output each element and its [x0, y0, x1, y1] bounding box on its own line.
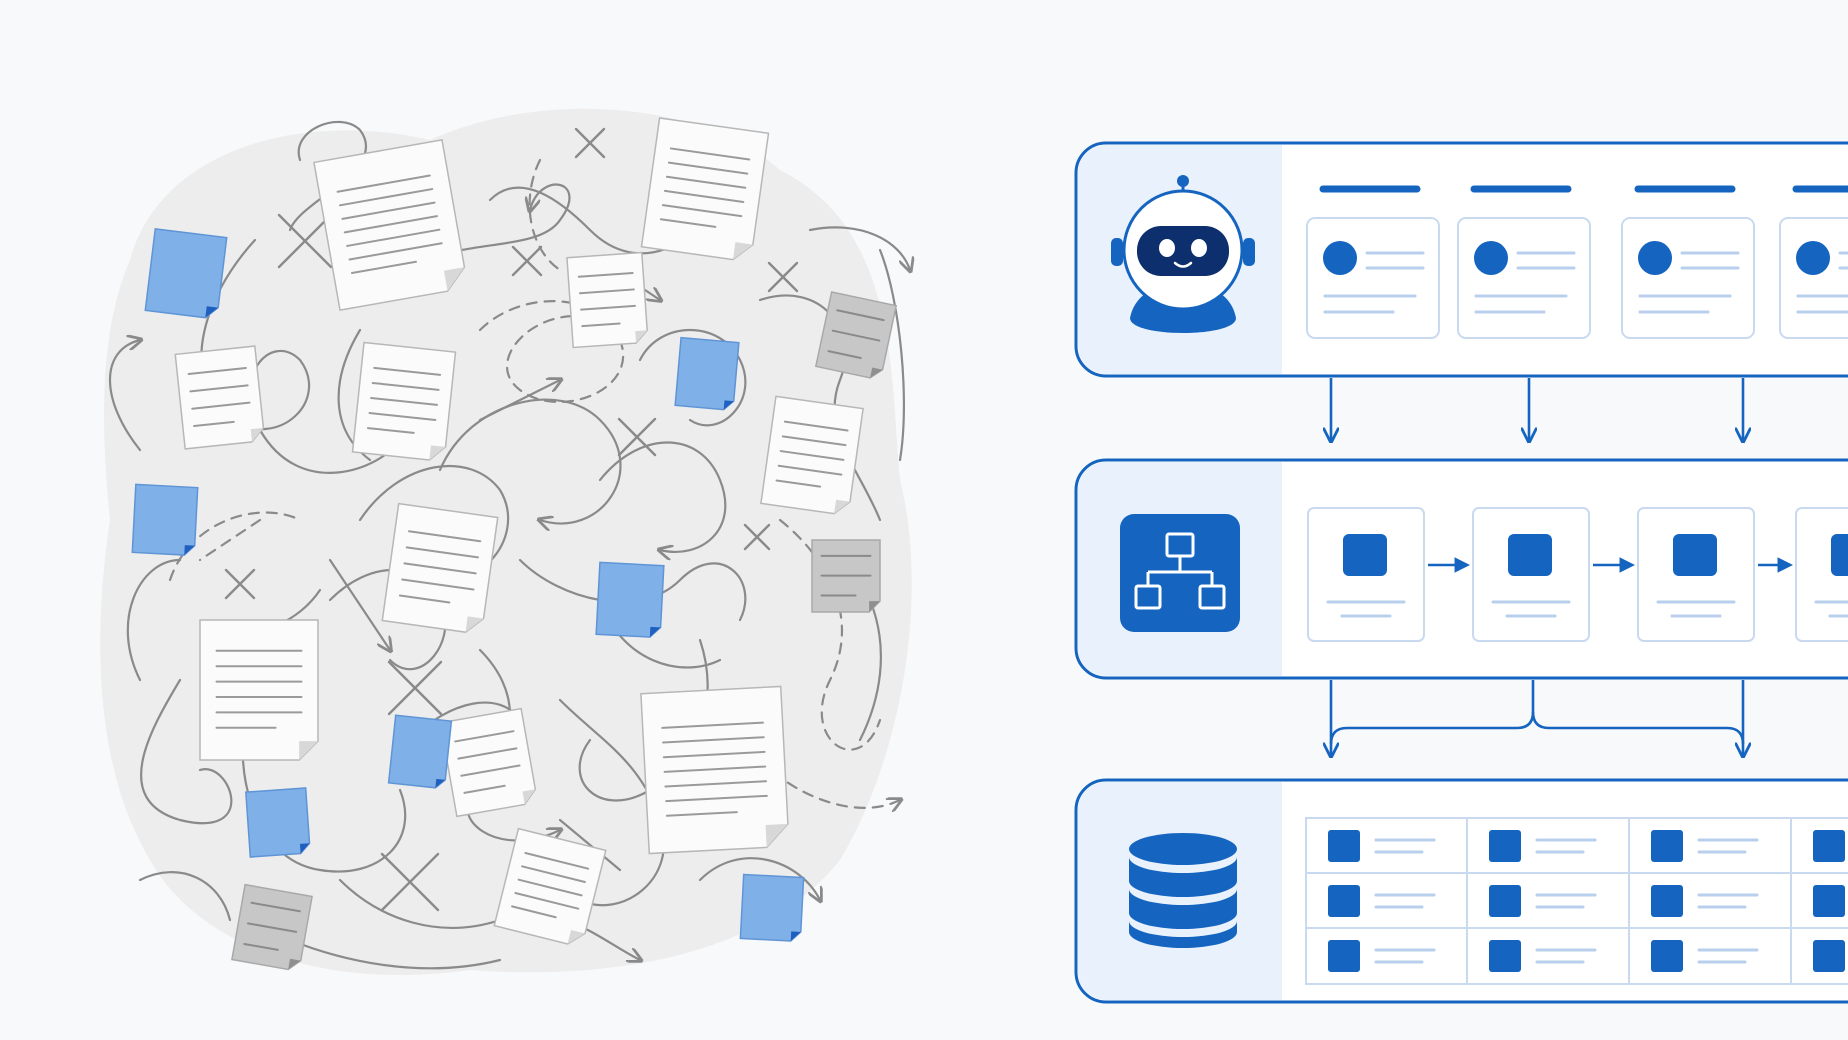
- tangled-line: [198, 518, 262, 562]
- profile-card-row: [1306, 185, 1848, 339]
- table-cell: [1489, 830, 1597, 862]
- tangled-line: [140, 678, 233, 825]
- robot-icon: [1111, 175, 1255, 333]
- tangled-line: [528, 158, 562, 272]
- tangled-line: [638, 329, 747, 427]
- table-cell: [1813, 885, 1845, 917]
- tangled-line: [518, 558, 747, 622]
- cross-mark: [224, 568, 256, 600]
- table-cell: [1328, 940, 1436, 972]
- cross-mark: [277, 213, 333, 269]
- gray-note: [231, 883, 313, 971]
- process-step-row: [1307, 507, 1848, 642]
- tangled-line: [478, 300, 624, 404]
- tangled-line: [858, 598, 883, 742]
- database-icon: [1129, 833, 1237, 948]
- hierarchy-icon: [1120, 514, 1240, 632]
- cross-mark: [743, 523, 771, 551]
- cross-mark: [511, 245, 543, 277]
- sticky-note: [387, 714, 453, 789]
- tangled-line: [109, 340, 140, 452]
- database-panel: [1074, 778, 1848, 1004]
- table-cell: [1651, 830, 1759, 862]
- cross-mark: [617, 417, 657, 457]
- tangled-line: [878, 248, 906, 462]
- workflow-panel: [1074, 458, 1848, 680]
- table-cell: [1651, 885, 1759, 917]
- paper-document: [381, 502, 499, 633]
- data-table: [1305, 817, 1848, 985]
- tangled-line: [428, 183, 571, 262]
- process-step: [1472, 507, 1590, 642]
- sticky-note: [144, 228, 228, 319]
- sticky-note: [595, 561, 665, 638]
- tangled-line: [558, 818, 622, 872]
- structured-panels: [1074, 141, 1848, 1004]
- tangled-line: [288, 120, 368, 232]
- process-step: [1637, 507, 1755, 642]
- table-cell: [1651, 940, 1759, 972]
- sticky-note: [131, 483, 199, 556]
- paper-document: [640, 685, 789, 855]
- tangled-line: [758, 294, 882, 522]
- tangled-line: [598, 441, 727, 552]
- connector-arrows-1: [1331, 378, 1743, 440]
- sticky-note: [245, 787, 311, 858]
- connector-arrows-2: [1331, 680, 1743, 755]
- table-cell: [1489, 885, 1597, 917]
- table-cell: [1489, 940, 1597, 972]
- tangled-line: [698, 857, 820, 900]
- tangled-line: [288, 938, 502, 970]
- paper-document: [640, 117, 770, 261]
- profile-card: [1621, 185, 1755, 339]
- profile-card: [1779, 185, 1848, 339]
- sticky-note: [674, 336, 740, 411]
- profile-card: [1306, 185, 1440, 339]
- chaos-cluster: [100, 108, 912, 976]
- paper-document: [439, 707, 537, 818]
- paper-document: [174, 345, 265, 450]
- table-cell: [1813, 940, 1845, 972]
- tangled-line: [808, 226, 910, 270]
- paper-document: [313, 138, 466, 312]
- tangled-line: [138, 871, 232, 922]
- process-step: [1795, 507, 1848, 642]
- paper-document: [199, 619, 319, 761]
- gray-note: [814, 291, 898, 379]
- table-cell: [1813, 830, 1845, 862]
- cross-mark: [387, 660, 443, 716]
- tangled-line: [126, 558, 182, 682]
- process-step: [1307, 507, 1425, 642]
- cross-marks: [224, 127, 799, 912]
- paper-document: [566, 251, 648, 349]
- sticky-note: [739, 873, 805, 942]
- cross-mark: [574, 127, 606, 159]
- profile-card: [1457, 185, 1591, 339]
- tangled-line: [328, 558, 390, 650]
- documents: [131, 117, 898, 971]
- agent-panel: [1074, 141, 1848, 378]
- tangled-line: [478, 380, 560, 422]
- table-cell: [1328, 830, 1436, 862]
- gray-note: [811, 539, 881, 613]
- table-cell: [1328, 885, 1436, 917]
- paper-document: [351, 341, 457, 461]
- cross-mark: [767, 261, 799, 293]
- cross-mark: [380, 852, 440, 912]
- paper-document: [493, 827, 607, 945]
- paper-document: [760, 395, 864, 515]
